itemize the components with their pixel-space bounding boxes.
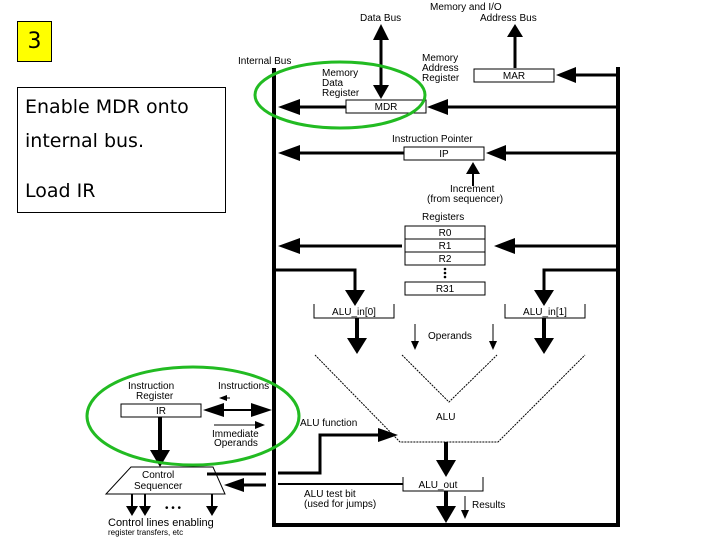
ir-highlight-ellipse (85, 365, 301, 467)
alu-unit (314, 354, 586, 443)
mdr-label: MDR (375, 102, 398, 113)
alu-out-label: ALU_out (419, 480, 458, 491)
alu-in0-to-alu-arrow (347, 318, 367, 354)
instructions-label: Instructions (218, 381, 269, 392)
immediate-operand-arrow (214, 421, 265, 429)
registers-label: Registers (422, 212, 464, 223)
alu-in0-label: ALU_in[0] (332, 307, 376, 318)
ir-register: IR (120, 403, 202, 418)
control-sequencer (104, 466, 226, 495)
ip-label: IP (439, 149, 449, 160)
mdr-to-bus-arrow (278, 99, 346, 115)
register-file: R0 R1 R2 R31 (404, 225, 486, 296)
ip-to-bus-arrow (278, 145, 404, 161)
alu-function-arrow (278, 428, 398, 475)
immediate-label-1: Immediate (212, 429, 259, 440)
mar-label: MAR (503, 71, 525, 82)
mar-desc-1: Memory (422, 53, 458, 64)
note-line-3: Load IR (25, 180, 96, 202)
alu-in1-register: ALU_in[1] (504, 304, 586, 319)
alu-out-register: ALU_out (402, 477, 484, 492)
mdr-highlight-ellipse (253, 60, 427, 130)
immediate-label-2: Operands (214, 438, 258, 449)
control-label-2: Sequencer (134, 481, 183, 492)
increment-label-2: (from sequencer) (427, 194, 503, 205)
alu-label: ALU (436, 412, 455, 423)
mdr-desc-2: Data (322, 78, 344, 89)
ir-bus-double-arrow (203, 403, 272, 417)
sequencer-to-bus-lines (207, 472, 266, 492)
mar-desc-3: Register (422, 73, 460, 84)
note-line-1: Enable MDR onto (25, 96, 189, 118)
bus-to-alu-in1-path (534, 268, 618, 306)
mdr-desc-3: Register (322, 88, 360, 99)
control-label-1: Control (142, 470, 174, 481)
operands-label: Operands (428, 331, 472, 342)
address-bus-label: Address Bus (480, 13, 537, 24)
step-description-box: Enable MDR onto internal bus. Load IR (17, 87, 226, 213)
control-line-arrows (126, 494, 218, 516)
data-bus-label: Data Bus (360, 13, 401, 24)
ir-desc-2: Register (136, 391, 174, 402)
bus-to-registers-arrow (494, 238, 618, 254)
alu-in0-register: ALU_in[0] (313, 304, 395, 319)
register-r1: R1 (439, 241, 452, 252)
bus-to-ip-arrow (486, 145, 618, 161)
mar-register: MAR (473, 68, 555, 83)
ip-register: IP (403, 146, 485, 161)
bus-to-mar-arrow (556, 67, 618, 83)
register-r2: R2 (439, 254, 452, 265)
bus-to-mdr-arrow (427, 99, 618, 115)
address-bus-arrow (507, 24, 523, 68)
alu-in1-to-alu-arrow (534, 318, 554, 354)
results-label: Results (472, 500, 505, 511)
internal-bus (272, 67, 620, 527)
mar-desc-2: Address (422, 63, 459, 74)
operands-arrows (411, 324, 497, 350)
increment-label-1: Increment (450, 184, 495, 195)
internal-bus-label: Internal Bus (238, 56, 291, 67)
small-instruction-arrow (219, 395, 230, 401)
registers-to-bus-arrow (278, 238, 402, 254)
control-lines-label-1: Control lines enabling (108, 517, 214, 529)
ip-desc: Instruction Pointer (392, 134, 473, 145)
data-bus-arrow (373, 24, 389, 99)
bus-to-alu-in0-path (274, 268, 365, 306)
control-dots: • • • (165, 503, 182, 514)
note-line-2: internal bus. (25, 130, 144, 152)
increment-arrow (466, 162, 480, 186)
alu-test-label-1: ALU test bit (304, 489, 356, 500)
control-lines-label-2: register transfers, etc (108, 528, 183, 537)
results-arrow (461, 496, 469, 519)
alu-in1-label: ALU_in[1] (523, 307, 567, 318)
step-number-badge: 3 (17, 21, 52, 62)
ir-desc-1: Instruction (128, 381, 174, 392)
memory-io-label: Memory and I/O (430, 2, 502, 13)
alu-to-aluout-arrow (436, 442, 456, 477)
ir-to-sequencer-arrow (150, 417, 170, 467)
alu-test-label-2: (used for jumps) (304, 499, 376, 510)
alu-function-label: ALU function (300, 418, 357, 429)
mdr-desc-1: Memory (322, 68, 358, 79)
ir-label: IR (156, 406, 166, 417)
aluout-to-bus-arrow (436, 491, 456, 523)
register-r0: R0 (439, 228, 452, 239)
register-r31: R31 (436, 284, 455, 295)
